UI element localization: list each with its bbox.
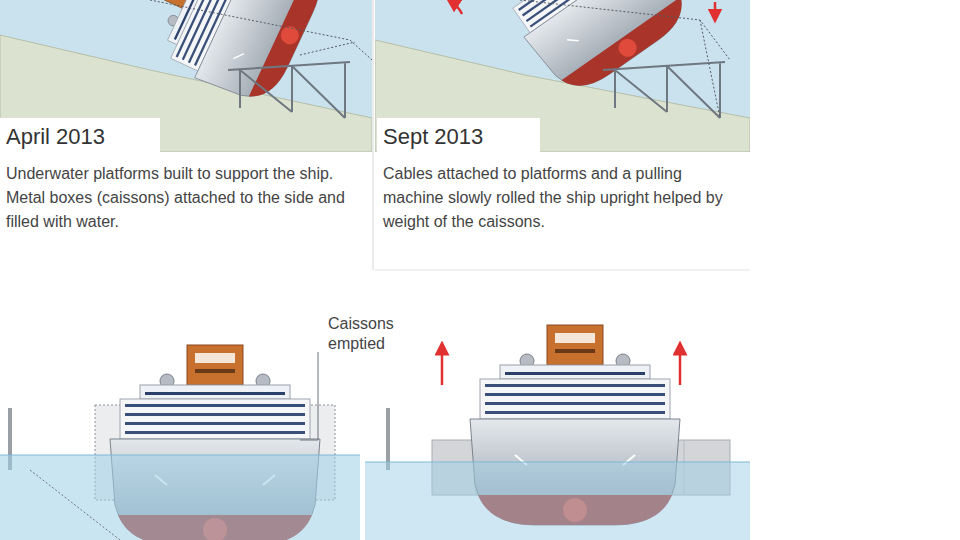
ship-front-view-lifting [0, 345, 360, 540]
stage-description: Cables attached to platforms and a pulli… [377, 156, 734, 234]
stage-description: Underwater platforms built to support th… [0, 156, 357, 234]
rotating-ship-scene [520, 0, 730, 118]
ship-front-view-refloated [365, 462, 750, 463]
ship-front-view-lifting [30, 470, 120, 540]
panel-rule [375, 270, 750, 271]
ship-front-view-refloated [365, 325, 750, 540]
ship-front-view-refloated [386, 408, 390, 470]
stage-date: April 2013 [0, 118, 160, 156]
ship-front-view-refloated [365, 462, 750, 540]
ship-front-view-refloated [441, 348, 444, 385]
ship-front-view-lifting [0, 455, 360, 540]
capsized-ship-scene [131, 0, 334, 111]
rotating-ship-scene [452, 2, 462, 14]
ship-front-view-lifting [0, 455, 360, 456]
stage-panel: April 2013Underwater platforms built to … [0, 118, 357, 234]
stage-date: Sept 2013 [377, 118, 540, 156]
callout-label: Caissons emptied [326, 313, 416, 355]
rotating-ship-scene [714, 2, 717, 16]
ship-front-view-refloated [679, 348, 682, 385]
capsized-ship-scene [150, 0, 372, 60]
panel-divider [373, 0, 374, 270]
capsized-ship-scene [228, 62, 350, 118]
rotating-ship-scene [603, 62, 725, 118]
leader-line [300, 352, 318, 440]
stage-panel: Sept 2013Cables attached to platforms an… [377, 118, 734, 234]
